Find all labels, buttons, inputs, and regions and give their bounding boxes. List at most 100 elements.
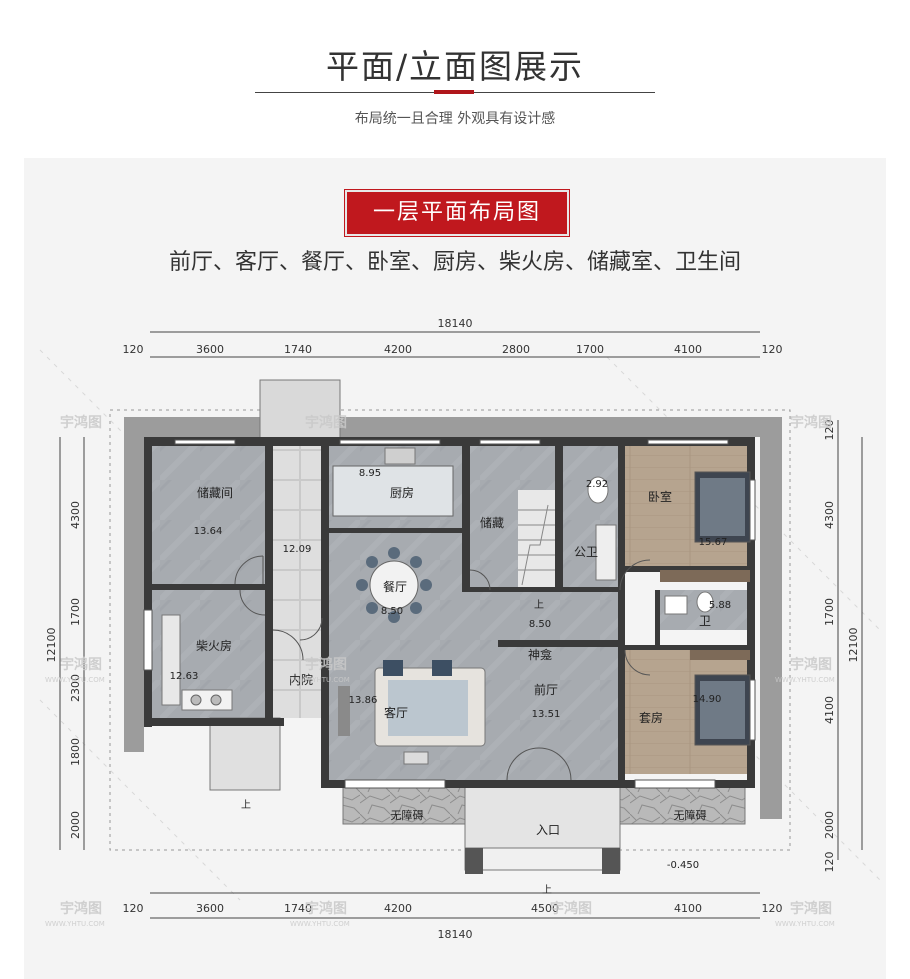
- watermark-brand: 宇鸿图: [550, 900, 592, 917]
- entrance-step: [464, 847, 621, 871]
- kitchen-area: 8.95: [359, 468, 381, 479]
- foyer-area: 13.51: [532, 709, 561, 720]
- watermark-brand: 宇鸿图: [790, 656, 832, 673]
- level-label: -0.450: [667, 860, 699, 871]
- watermark-url: WWW.YHTU.COM: [775, 920, 835, 928]
- up-entrance-label: 上: [542, 884, 552, 896]
- stair-up-label: 上: [534, 599, 544, 611]
- dim-top-6: 1700: [576, 343, 604, 356]
- dim-right-1: 120: [823, 420, 836, 441]
- dim-bottom-4: 4200: [384, 902, 412, 915]
- walls: [144, 437, 755, 788]
- suite-area: 14.90: [693, 694, 722, 705]
- dim-right-2: 4300: [823, 501, 836, 529]
- dim-left-1: 4300: [69, 501, 82, 529]
- page-subtitle: 布局统一且合理 外观具有设计感: [354, 111, 556, 127]
- side-steps: [209, 717, 281, 791]
- watermark-brand: 宇鸿图: [305, 900, 347, 917]
- courtyard-area: 12.09: [283, 544, 312, 555]
- dim-top-5: 2800: [502, 343, 530, 356]
- watermark-brand: 宇鸿图: [60, 656, 102, 673]
- firewood-area: 12.63: [170, 671, 199, 682]
- section-banner: 一层平面布局图: [345, 190, 569, 236]
- windows: [143, 439, 756, 789]
- dim-top-total: 18140: [438, 317, 473, 330]
- dim-bottom-5: 4500: [531, 902, 559, 915]
- dim-bottom-total: 18140: [438, 928, 473, 941]
- stairs: [518, 504, 556, 586]
- dim-bottom-3: 1740: [284, 902, 312, 915]
- up-left-label: 上: [241, 799, 251, 811]
- dim-right-3: 1700: [823, 598, 836, 626]
- floor-areas: [150, 446, 755, 780]
- kitchen-name: 厨房: [390, 485, 414, 500]
- watermark-brand: 宇鸿图: [790, 414, 832, 431]
- dining-area: 8.50: [381, 606, 403, 617]
- ramp-right-label: 无障碍: [674, 808, 707, 822]
- floor-plan: 18140 120 3600 1740 4200 2800 1700 4100 …: [39, 317, 881, 941]
- storage-room-name: 储藏间: [197, 485, 233, 500]
- dim-bottom-6: 4100: [674, 902, 702, 915]
- room-list: 前厅、客厅、餐厅、卧室、厨房、柴火房、储藏室、卫生间: [168, 250, 741, 275]
- dim-left-3: 2300: [69, 674, 82, 702]
- doors: [234, 555, 651, 781]
- courtyard-name: 内院: [289, 673, 313, 687]
- watermark-brand: 宇鸿图: [305, 414, 347, 431]
- wc-area: 5.88: [709, 600, 731, 611]
- dim-right-total: 12100: [847, 628, 860, 663]
- title-divider-accent: [434, 90, 474, 94]
- dim-left-2: 1700: [69, 598, 82, 626]
- foyer-name: 前厅: [534, 682, 558, 697]
- roof-eave-left: [124, 417, 144, 752]
- ramp-right: [619, 783, 746, 825]
- watermark-url: WWW.YHTU.COM: [45, 676, 105, 684]
- entrance-label: 入口: [536, 823, 560, 837]
- dim-top-7: 4100: [674, 343, 702, 356]
- hall-area: 8.50: [529, 619, 551, 630]
- dim-top-1: 120: [123, 343, 144, 356]
- watermark-url: WWW.YHTU.COM: [775, 676, 835, 684]
- wc-name: 卫: [699, 614, 711, 628]
- dim-top-3: 1740: [284, 343, 312, 356]
- storage-room-area: 13.64: [194, 526, 223, 537]
- page-title: 平面/立面图展示: [325, 47, 585, 86]
- bedroom-area: 15.67: [699, 537, 728, 548]
- dim-top-8: 120: [762, 343, 783, 356]
- top-porch: [259, 379, 341, 441]
- bedroom-name: 卧室: [648, 489, 672, 504]
- living-name: 客厅: [384, 705, 408, 720]
- furniture: [161, 447, 751, 765]
- living-area: 13.86: [349, 695, 378, 706]
- storage-name: 储藏: [480, 515, 504, 530]
- roof-eave: [124, 417, 782, 437]
- dim-bottom-7: 120: [762, 902, 783, 915]
- dimension-lines: [59, 331, 863, 919]
- dining-name: 餐厅: [383, 579, 407, 594]
- watermark-brand: 宇鸿图: [60, 900, 102, 917]
- header: 平面/立面图展示 布局统一且合理 外观具有设计感: [0, 0, 910, 150]
- watermark-brand: 宇鸿图: [60, 414, 102, 431]
- dim-top-4: 4200: [384, 343, 412, 356]
- dim-bottom-2: 3600: [196, 902, 224, 915]
- suite-name: 套房: [639, 710, 663, 725]
- firewood-name: 柴火房: [196, 638, 232, 653]
- dim-top-2: 3600: [196, 343, 224, 356]
- dim-bottom-1: 120: [123, 902, 144, 915]
- watermark-url: WWW.YHTU.COM: [290, 920, 350, 928]
- dim-right-4: 4100: [823, 696, 836, 724]
- watermark-brand: 宇鸿图: [790, 900, 832, 917]
- watermark-brand: 宇鸿图: [305, 656, 347, 673]
- public-wc-area: 2.92: [586, 479, 608, 490]
- entrance-porch: [464, 783, 621, 855]
- watermark-url: WWW.YHTU.COM: [290, 676, 350, 684]
- public-wc-name: 公卫: [574, 545, 598, 559]
- roof-eave-right: [760, 417, 782, 819]
- watermarks: 宇鸿图 宇鸿图 宇鸿图 宇鸿图 宇鸿图 宇鸿图 宇鸿图 宇鸿图 宇鸿图 宇鸿图 …: [45, 414, 835, 928]
- dim-right-6: 120: [823, 852, 836, 873]
- dim-left-5: 2000: [69, 811, 82, 839]
- section-banner-label: 一层平面布局图: [372, 200, 541, 225]
- shrine-name: 神龛: [528, 648, 552, 662]
- dim-left-4: 1800: [69, 738, 82, 766]
- watermark-url: WWW.YHTU.COM: [45, 920, 105, 928]
- dim-left-total: 12100: [45, 628, 58, 663]
